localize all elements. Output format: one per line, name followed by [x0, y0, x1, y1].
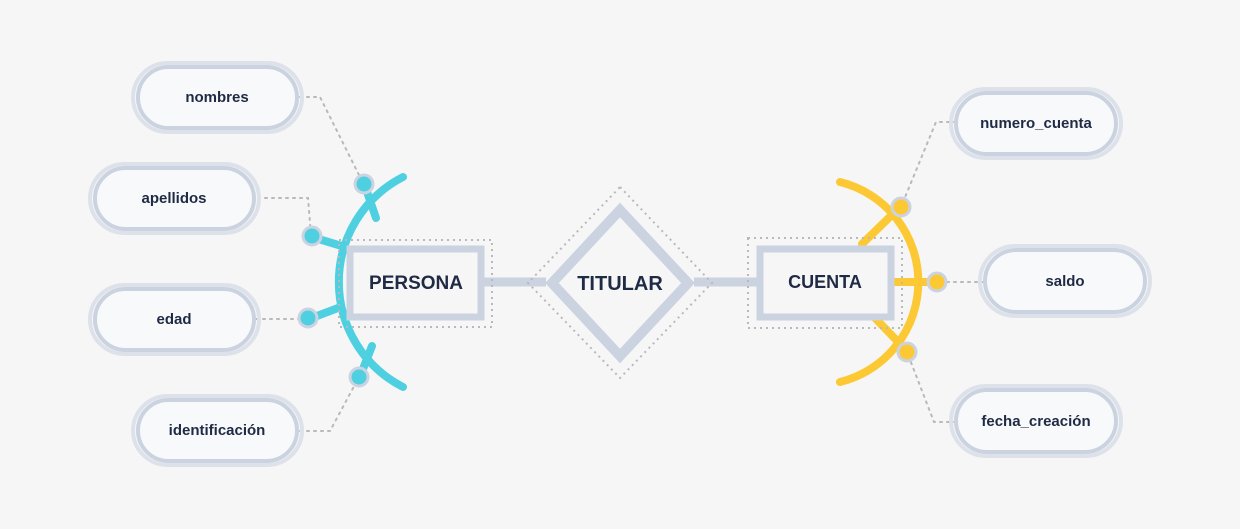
leader-numero-cuenta: [900, 121, 957, 208]
node-edad: [297, 307, 319, 329]
attribute-edad[interactable]: edad: [88, 283, 261, 356]
attribute-numero-cuenta-label: numero_cuenta: [980, 115, 1092, 132]
entity-cuenta[interactable]: CUENTA: [747, 237, 903, 329]
entity-persona[interactable]: PERSONA: [338, 239, 493, 328]
node-saldo: [926, 271, 948, 293]
attribute-identificacion-pill: [136, 398, 299, 463]
entity-cuenta-label: CUENTA: [788, 272, 862, 292]
leader-fecha-creacion: [906, 351, 957, 423]
attribute-identificacion-label: identificación: [169, 422, 266, 439]
attribute-saldo-label: saldo: [1045, 273, 1084, 290]
attribute-fecha-creacion-label: fecha_creación: [981, 413, 1090, 430]
node-nombres: [353, 173, 375, 195]
relationship-titular-diamond: [545, 202, 695, 364]
attribute-numero-cuenta-pill: [954, 91, 1118, 156]
entity-persona-box: [346, 245, 485, 321]
attribute-apellidos[interactable]: apellidos: [88, 162, 261, 235]
attribute-numero-cuenta[interactable]: numero_cuenta: [949, 87, 1123, 160]
attribute-saldo-outer: [978, 244, 1152, 318]
leader-nombres: [299, 96, 364, 184]
node-identificacion: [348, 366, 370, 388]
attribute-apellidos-outer: [88, 162, 261, 235]
attribute-fecha-creacion-pill: [954, 388, 1118, 454]
attribute-saldo[interactable]: saldo: [978, 244, 1152, 318]
leader-apellidos: [257, 197, 312, 236]
attribute-saldo-pill: [983, 248, 1147, 314]
attribute-apellidos-pill: [93, 166, 256, 231]
entity-cuenta-dotted-frame: [747, 237, 903, 329]
cuenta-arc-nodes: [890, 196, 948, 363]
attribute-apellidos-label: apellidos: [141, 190, 206, 207]
relationship-titular[interactable]: TITULAR: [526, 185, 714, 380]
attribute-nombres-outer: [131, 61, 304, 134]
attribute-nombres[interactable]: nombres: [131, 61, 304, 134]
cuenta-attributes: numero_cuenta saldo fecha_creación: [949, 87, 1152, 458]
attribute-nombres-pill: [136, 65, 299, 130]
persona-attributes: nombres apellidos edad identificación: [88, 61, 304, 467]
attribute-fecha-creacion[interactable]: fecha_creación: [949, 384, 1123, 458]
attribute-edad-pill: [93, 287, 256, 352]
relationship-titular-dotted-frame: [526, 185, 714, 380]
attribute-identificacion[interactable]: identificación: [131, 394, 304, 467]
relationship-titular-label: TITULAR: [577, 273, 663, 295]
node-fecha-creacion: [896, 341, 918, 363]
attribute-identificacion-outer: [131, 394, 304, 467]
attribute-numero-cuenta-outer: [949, 87, 1123, 160]
node-apellidos: [301, 225, 323, 247]
entity-cuenta-box: [756, 245, 895, 321]
entity-persona-label: PERSONA: [369, 273, 463, 294]
attribute-fecha-creacion-outer: [949, 384, 1123, 458]
persona-arc-nodes: [297, 173, 375, 388]
leader-identificacion: [299, 376, 360, 432]
node-numero-cuenta: [890, 196, 912, 218]
attribute-edad-outer: [88, 283, 261, 356]
attribute-edad-label: edad: [156, 311, 191, 328]
attribute-nombres-label: nombres: [185, 89, 248, 106]
